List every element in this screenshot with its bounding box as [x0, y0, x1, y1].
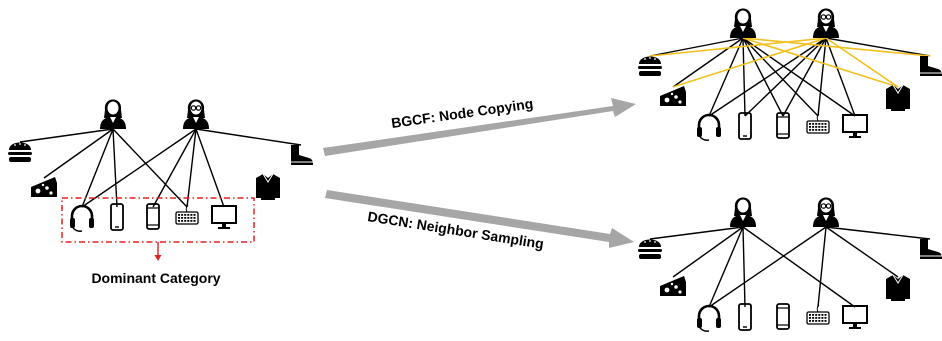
boot-icon [920, 239, 942, 259]
edge [112, 128, 118, 208]
copied-edge [825, 37, 899, 88]
copied-edge [742, 37, 931, 57]
arrow-bottom-shape [325, 190, 634, 248]
copied-edge [649, 37, 827, 57]
cheese-icon [31, 177, 57, 197]
monitor-icon [842, 305, 868, 329]
dgcn-edges [649, 226, 931, 308]
edge [186, 128, 197, 208]
edge [672, 37, 744, 88]
keyboard-icon [806, 113, 830, 134]
edge [708, 37, 744, 117]
smartphone-icon [776, 112, 790, 139]
burger-icon [638, 239, 662, 259]
keyboard-icon [806, 304, 830, 325]
burger-icon [8, 142, 32, 162]
bgcf-copied-edges [649, 37, 931, 88]
headphones-icon [70, 204, 94, 232]
user-female-icon [730, 197, 756, 227]
edge [742, 37, 856, 117]
edge [782, 37, 827, 117]
edge [742, 226, 856, 308]
edge [708, 226, 827, 308]
copied-edge [742, 37, 899, 88]
bgcf-edges [649, 37, 931, 117]
headphones-icon [697, 113, 721, 141]
shirt-icon [256, 173, 280, 200]
shirt-icon [886, 84, 910, 111]
edge [649, 226, 744, 240]
edge [817, 37, 827, 117]
tablet-icon [110, 203, 124, 231]
monitor-icon [842, 114, 868, 138]
edge [672, 226, 744, 278]
cheese-icon [660, 276, 686, 296]
edge [708, 226, 744, 308]
dominant-category-box [61, 197, 255, 243]
edge [19, 128, 114, 143]
edge [742, 37, 746, 117]
original-edges [19, 128, 302, 208]
smartphone-icon [776, 303, 790, 330]
monitor-icon [211, 205, 237, 229]
graph-bgcf [638, 8, 942, 141]
cheese-icon [660, 86, 686, 106]
edge [742, 37, 819, 117]
edge [112, 128, 188, 208]
arrow-top [323, 98, 636, 156]
keyboard-icon [175, 204, 199, 225]
user-female-glasses-icon [183, 99, 209, 129]
user-female-glasses-icon [813, 197, 839, 227]
copied-edge [672, 37, 827, 88]
graph-dgcn [638, 197, 942, 332]
headphones-icon [697, 304, 721, 332]
boot-icon [920, 56, 942, 76]
arrow-top-shape [323, 98, 636, 156]
tablet-icon [738, 112, 752, 140]
user-female-icon [100, 99, 126, 129]
edge [43, 128, 114, 179]
edge [81, 128, 197, 208]
edge [81, 128, 114, 208]
user-female-icon [730, 8, 756, 38]
burger-icon [638, 56, 662, 76]
arrow-bottom [325, 190, 634, 248]
edge [649, 37, 744, 57]
user-female-glasses-icon [813, 8, 839, 38]
dominant-arrow-head [154, 255, 162, 261]
dominant-category-label: Dominant Category [91, 270, 220, 286]
smartphone-icon [146, 203, 160, 230]
edge [825, 226, 931, 240]
edge [817, 226, 827, 308]
tablet-icon [738, 303, 752, 331]
edge [825, 226, 899, 278]
edge [825, 37, 931, 57]
boot-icon [291, 145, 313, 165]
graph-original [8, 99, 313, 261]
edge [825, 37, 856, 117]
edge [742, 226, 746, 308]
edge [195, 128, 302, 146]
edge [152, 128, 197, 208]
shirt-icon [886, 274, 910, 301]
edge [195, 128, 225, 208]
edge [708, 37, 827, 117]
edge [744, 37, 827, 117]
edge [742, 37, 784, 117]
